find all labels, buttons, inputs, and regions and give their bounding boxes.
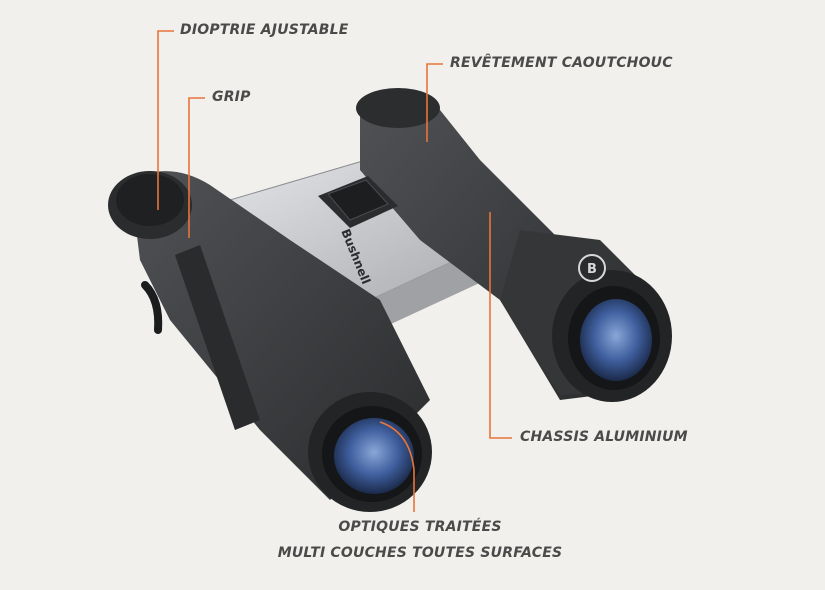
strap-lug <box>141 281 163 334</box>
leader-rubber <box>426 63 443 142</box>
label-optics-line2: MULTI COUCHES TOUTES SURFACES <box>277 545 563 561</box>
brand-badge-letter: B <box>587 262 597 277</box>
focus-wheel <box>318 176 398 228</box>
leader-optics <box>379 421 415 512</box>
label-rubber-coating: REVÊTEMENT CAOUTCHOUC <box>450 55 673 71</box>
label-grip: GRIP <box>212 89 251 105</box>
leader-grip <box>188 97 205 238</box>
grip-panel <box>175 245 260 430</box>
label-diopter: DIOPTRIE AJUSTABLE <box>180 22 349 38</box>
left-lens <box>334 418 414 494</box>
leader-chassis <box>489 212 512 439</box>
leader-lines <box>157 30 512 512</box>
leader-diopter <box>157 30 174 210</box>
brand-badge: B <box>578 254 606 282</box>
right-lens <box>580 299 652 381</box>
label-optics-line1: OPTIQUES TRAITÉES <box>338 519 502 535</box>
right-objective <box>552 270 672 402</box>
label-aluminium-chassis: CHASSIS ALUMINIUM <box>520 429 688 445</box>
left-objective <box>308 392 432 512</box>
